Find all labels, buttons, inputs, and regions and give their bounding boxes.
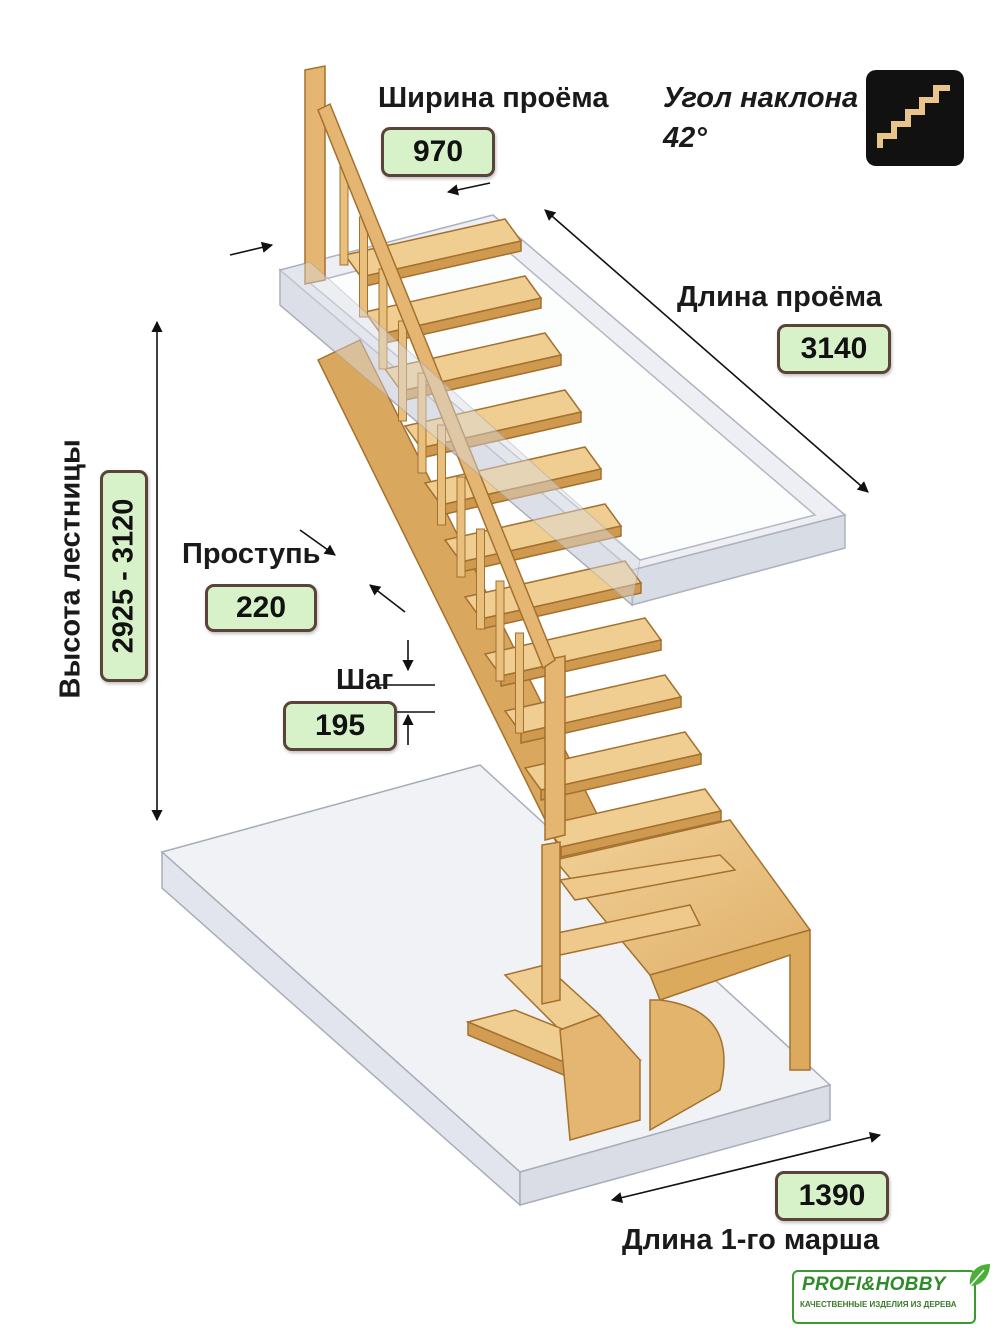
tread-label: Проступь: [182, 538, 321, 570]
slab-glass-overlay: [279, 261, 641, 606]
logo-name: PROFI&HOBBY: [802, 1274, 946, 1295]
tread-value: 220: [205, 584, 317, 632]
leaf-icon: [969, 1264, 990, 1287]
tread-edge: [540, 753, 702, 801]
opening-width-value: 970: [381, 127, 495, 177]
stair-height-value-text: 2925 - 3120: [107, 498, 140, 654]
step-label: Шаг: [336, 664, 394, 696]
slope-angle-label: Угол наклона: [663, 82, 859, 114]
baluster: [437, 424, 446, 526]
opening-length-value: 3140: [777, 324, 891, 374]
handrail: [317, 102, 556, 670]
first-flight-value: 1390: [775, 1171, 889, 1221]
opening-length-label: Длина проёма: [677, 281, 882, 313]
baluster: [515, 632, 524, 734]
baluster: [456, 476, 466, 578]
opening-width-label: Ширина проёма: [378, 82, 609, 114]
lower-flight: [465, 964, 643, 1141]
dimension-lines: [151, 182, 882, 1204]
newel-posts: [304, 65, 566, 1005]
balusters: [339, 164, 524, 734]
tread-edge: [560, 810, 722, 858]
tread-edge: [500, 639, 662, 687]
baluster: [495, 580, 505, 682]
slope-angle-value: 42°: [663, 122, 707, 154]
winder-steps: [546, 819, 812, 1132]
brand-logo: PROFI&HOBBY КАЧЕСТВЕННЫЕ ИЗДЕЛИЯ ИЗ ДЕРЕ…: [792, 1262, 994, 1324]
first-flight-label: Длина 1-го марша: [622, 1224, 880, 1256]
stairs-icon: [866, 70, 964, 166]
baluster: [359, 216, 368, 318]
baluster: [476, 528, 485, 630]
stair-height-value: 2925 - 3120: [100, 470, 148, 682]
step-value: 195: [283, 701, 397, 751]
baluster: [417, 372, 427, 474]
logo-tagline: КАЧЕСТВЕННЫЕ ИЗДЕЛИЯ ИЗ ДЕРЕВА: [800, 1300, 957, 1309]
stair-height-label: Высота лестницы: [54, 439, 87, 699]
logo-frame: [792, 1270, 976, 1324]
